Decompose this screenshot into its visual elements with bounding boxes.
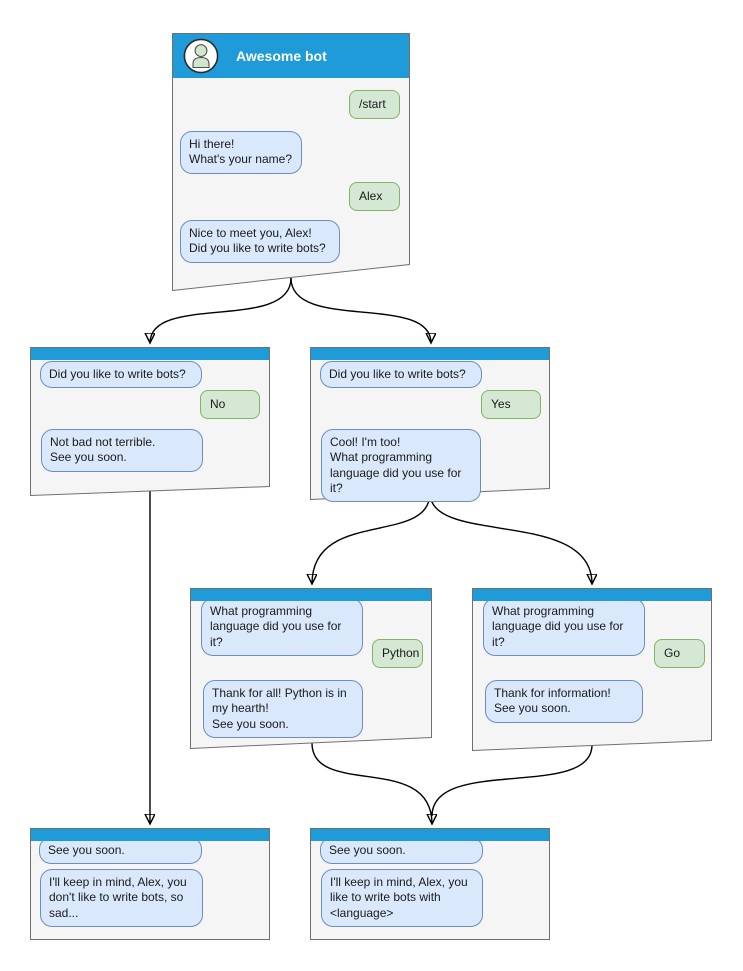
window-title-bar (311, 829, 549, 841)
user-message-bubble: Alex (349, 182, 400, 212)
window-title-bar (31, 348, 269, 360)
bot-message-bubble: See you soon. (320, 837, 483, 865)
bot-message-bubble: What programming language did you use fo… (483, 598, 645, 657)
bot-message-bubble: I'll keep in mind, Alex, you don't like … (40, 869, 203, 928)
bot-message-bubble: Not bad not terrible. See you soon. (41, 429, 203, 472)
person-icon (183, 38, 219, 74)
chat-title: Awesome bot (236, 48, 327, 64)
chat-window-branch-go: What programming language did you use fo… (472, 588, 712, 751)
bot-message-bubble: Nice to meet you, Alex! Did you like to … (180, 220, 340, 263)
bot-message-bubble: Did you like to write bots? (40, 361, 202, 389)
window-title-bar (31, 829, 269, 841)
user-message-bubble: No (200, 390, 260, 420)
chat-window-branch-no: Did you like to write bots? No Not bad n… (30, 347, 270, 497)
connector-yes-to-python (312, 492, 431, 584)
user-message-bubble: Python (372, 639, 423, 669)
bot-message-bubble: What programming language did you use fo… (201, 598, 363, 657)
window-title-bar (473, 589, 711, 601)
connector-yes-to-go (429, 492, 592, 584)
window-title-bar (311, 348, 549, 360)
bot-message-bubble: See you soon. (39, 837, 202, 865)
chat-window-end-no: See you soon. I'll keep in mind, Alex, y… (30, 828, 270, 940)
chat-window-main: Awesome bot /start Hi there! What's your… (172, 33, 410, 291)
bot-message-bubble: Thank for information! See you soon. (485, 680, 643, 723)
bot-message-bubble: Thank for all! Python is in my hearth! S… (203, 680, 363, 739)
window-title-bar (191, 589, 431, 601)
bot-message-bubble: I'll keep in mind, Alex, you like to wri… (321, 869, 483, 928)
connector-python-to-end (311, 742, 432, 824)
chat-window-branch-python: What programming language did you use fo… (190, 588, 432, 749)
bot-message-bubble: Did you like to write bots? (320, 361, 482, 389)
connector-go-to-end (431, 744, 593, 817)
user-message-bubble: Go (654, 639, 705, 669)
user-message-bubble: /start (349, 90, 400, 120)
chat-window-branch-yes: Did you like to write bots? Yes Cool! I'… (310, 347, 550, 503)
user-message-bubble: Yes (481, 390, 541, 420)
chat-window-end-yes: See you soon. I'll keep in mind, Alex, y… (310, 828, 550, 940)
bot-message-bubble: Hi there! What's your name? (180, 131, 302, 174)
bot-message-bubble: Cool! I'm too! What programming language… (321, 429, 481, 503)
chat-header: Awesome bot (173, 34, 409, 78)
